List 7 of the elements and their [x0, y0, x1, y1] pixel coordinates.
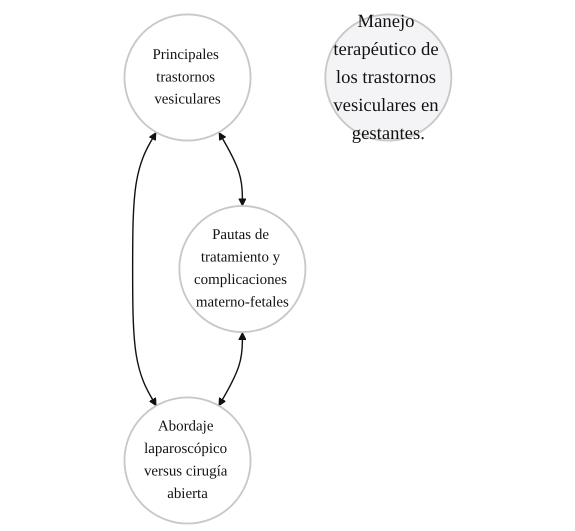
node-circle: Manejo terapéutico de los trastornos vesiculares en gestantes. [324, 14, 452, 142]
node-circle: Principales trastornos vesiculares [123, 14, 252, 142]
arrow [132, 132, 156, 406]
node-circle: Abordaje laparoscópico versus cirugía abierta [123, 396, 252, 524]
node-circle: Pautas de tratamiento y complicaciones materno-fetales [178, 205, 306, 333]
arrow [218, 132, 246, 206]
arrow [218, 332, 246, 406]
